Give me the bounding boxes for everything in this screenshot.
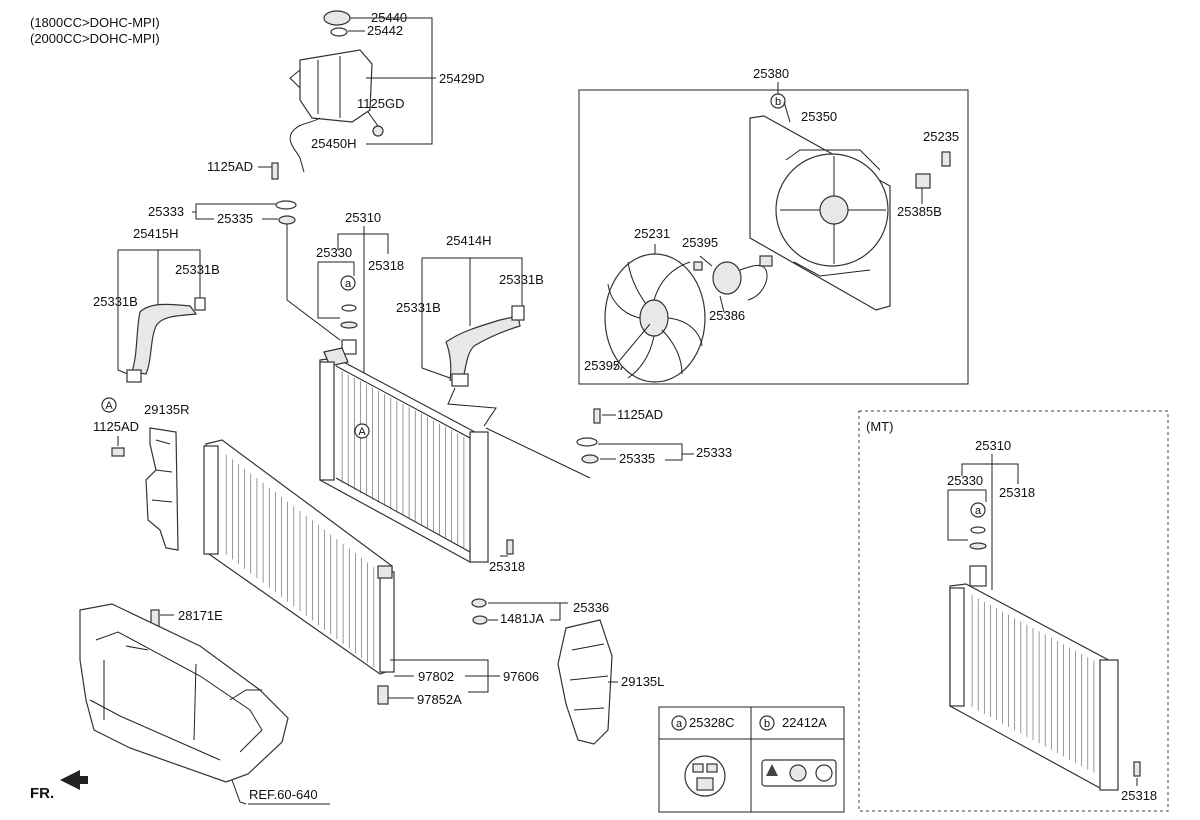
front-indicator: FR.: [30, 785, 54, 802]
mt-variant-box: [858, 410, 1169, 812]
callout-1125AD-top: 1125AD: [207, 159, 253, 174]
callout-25331B-d: 25331B: [396, 300, 441, 315]
warning-symbol-icon: [692, 763, 704, 773]
front-carrier: [79, 603, 289, 783]
callout-97852A: 97852A: [417, 692, 462, 707]
callout-1125GD: 1125GD: [357, 96, 404, 111]
callout-25415H: 25415H: [133, 226, 179, 241]
fan-blade: [604, 253, 706, 383]
legend-a-part: 25328C: [689, 715, 735, 730]
front-arrow-icon: [60, 770, 88, 790]
callout-25310: 25310: [345, 210, 381, 225]
callout-25331B-b: 25331B: [93, 294, 138, 309]
legend-marker-b: b: [764, 718, 770, 730]
callout-25336: 25336: [573, 600, 609, 615]
callout-25330: 25330: [316, 245, 352, 260]
callout-25235: 25235: [923, 129, 959, 144]
callout-97802: 97802: [418, 669, 454, 684]
fan-spin-icon: [815, 764, 833, 782]
legend-marker-a: a: [676, 718, 683, 730]
mt-callout-25318-a: 25318: [999, 485, 1035, 500]
no-touch-icon: [789, 764, 807, 782]
callout-25386: 25386: [709, 308, 745, 323]
callout-25335-left: 25335: [217, 211, 253, 226]
callout-25318-a: 25318: [368, 258, 404, 273]
fan-shroud: [749, 115, 891, 311]
mt-callout-25310: 25310: [975, 438, 1011, 453]
callout-25318-b: 25318: [489, 559, 525, 574]
callout-97606: 97606: [503, 669, 539, 684]
callout-25350: 25350: [801, 109, 837, 124]
callout-25450H: 25450H: [311, 136, 357, 151]
marker-b-fan: b: [775, 96, 781, 108]
callout-25380: 25380: [753, 66, 789, 81]
mt-title: (MT): [866, 419, 893, 434]
fan-assembly-box: [578, 89, 969, 385]
marker-A-radiator: A: [358, 426, 366, 438]
radiator-symbol-icon: [696, 777, 714, 791]
callout-25331B-a: 25331B: [175, 262, 220, 277]
hazard-triangle-icon: [766, 764, 778, 776]
callout-1125AD-left: 1125AD: [93, 419, 139, 434]
engine-variant-1800: (1800CC>DOHC-MPI): [30, 15, 160, 30]
callout-1125AD-right: 1125AD: [617, 407, 663, 422]
fan-motor: [712, 255, 773, 301]
marker-a-main: a: [345, 278, 352, 290]
callout-29135L: 29135L: [621, 674, 664, 689]
callout-25429D: 25429D: [439, 71, 485, 86]
main-radiator: A: [319, 347, 489, 563]
reservoir-tank: [289, 10, 384, 173]
callout-25335-right: 25335: [619, 451, 655, 466]
legend-b-part: 22412A: [782, 715, 827, 730]
engine-variant-2000: (2000CC>DOHC-MPI): [30, 31, 160, 46]
legend-table: a 25328C b 22412A: [658, 706, 845, 813]
condenser: [203, 439, 395, 705]
callout-25333-right: 25333: [696, 445, 732, 460]
mt-callout-25318-b: 25318: [1121, 788, 1157, 803]
callout-25385B: 25385B: [897, 204, 942, 219]
callout-1481JA: 1481JA: [500, 611, 544, 626]
callout-28171E: 28171E: [178, 608, 223, 623]
callout-25442: 25442: [367, 23, 403, 38]
mt-radiator: [949, 583, 1119, 791]
callout-25333-left: 25333: [148, 204, 184, 219]
mt-callout-25330: 25330: [947, 473, 983, 488]
mt-marker-a: a: [975, 505, 982, 517]
caution-symbol-icon: [706, 763, 718, 773]
callout-25331B-c: 25331B: [499, 272, 544, 287]
ref-label: REF.60-640: [249, 787, 318, 802]
marker-A-left: A: [105, 400, 113, 412]
callout-25414H: 25414H: [446, 233, 492, 248]
callout-25395: 25395: [682, 235, 718, 250]
callout-29135R: 29135R: [144, 402, 190, 417]
callout-25231: 25231: [634, 226, 670, 241]
